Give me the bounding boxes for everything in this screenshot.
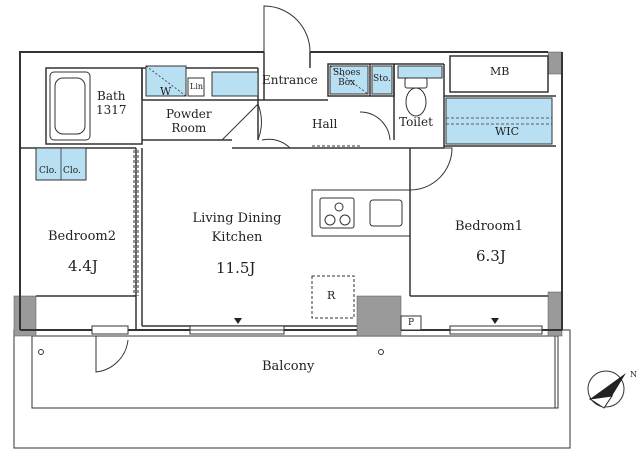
bedroom2-name: Bedroom2 <box>48 229 117 244</box>
window-markers <box>234 318 499 324</box>
storage-label: Sto. <box>373 74 391 84</box>
hall-label: Hall <box>312 117 338 131</box>
closet-b-label: Clo. <box>63 166 81 176</box>
ldk-size: 11.5J <box>216 259 256 277</box>
linen-label: Lin <box>190 82 204 91</box>
ldk-label: Living Dining Kitchen <box>192 211 282 245</box>
shoes-box-label: Shoes Box <box>333 68 361 89</box>
linen-cabinet <box>187 77 205 97</box>
washer-label: W <box>160 85 172 98</box>
pipe-space-box <box>400 315 422 331</box>
toilet-fixture <box>404 77 428 117</box>
fixtures <box>35 65 553 181</box>
powder-room-label: Powder Room <box>166 107 212 135</box>
mb-label: MB <box>490 65 510 78</box>
pipe-space-label: P <box>408 318 415 328</box>
refrigerator-label: R <box>327 289 336 302</box>
refrigerator-space <box>311 275 355 319</box>
bathtub <box>49 71 91 141</box>
entrance-label: Entrance <box>262 73 318 87</box>
wic-label: WIC <box>495 125 520 138</box>
compass-north-label: N <box>630 370 637 379</box>
balcony-area <box>13 329 571 449</box>
toilet-label: Toilet <box>399 115 433 129</box>
interior-walls <box>20 52 556 330</box>
sliding-partition <box>133 145 360 296</box>
balcony-label: Balcony <box>262 359 315 374</box>
bedroom1-size: 6.3J <box>476 247 506 265</box>
doors <box>95 5 453 373</box>
kitchen-counter <box>311 189 411 237</box>
compass-icon <box>587 370 626 409</box>
closet-a-label: Clo. <box>39 166 57 176</box>
windows <box>91 325 543 335</box>
fixture-lines <box>60 65 552 180</box>
balcony-drains <box>38 349 384 355</box>
bedroom2-size: 4.4J <box>68 257 98 275</box>
bedroom1-name: Bedroom1 <box>455 219 524 234</box>
bath-label: Bath 1317 <box>96 89 127 117</box>
outer-walls <box>19 51 563 331</box>
